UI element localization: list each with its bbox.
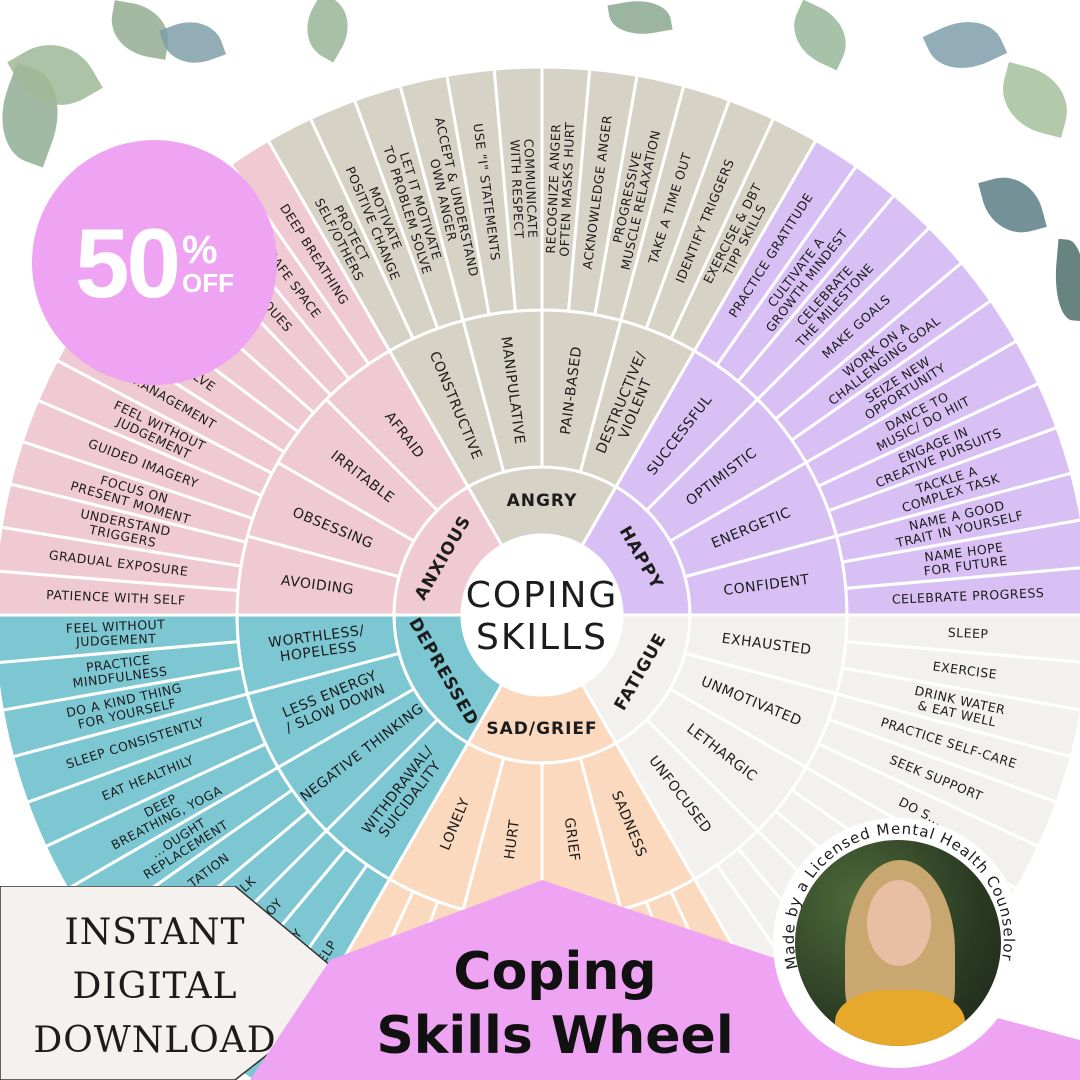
skill-label: RECOGNIZE ANGEROFTEN MASKS HURT <box>542 121 577 257</box>
skill-label: PATIENCE WITH SELF <box>46 587 186 608</box>
counselor-photo-frame: Made by a Licensed Mental Health Counsel… <box>773 818 1023 1068</box>
discount-number: 50 <box>74 207 181 318</box>
skill-label: SLEEP <box>947 624 988 641</box>
title-line-1: Coping <box>453 942 657 1002</box>
discount-off: OFF <box>182 267 234 298</box>
counselor-caption-arc: Made by a Licensed Mental Health Counsel… <box>780 820 1018 971</box>
subcategory-label: GRIEF <box>561 817 583 863</box>
download-line-2: DIGITAL <box>72 966 238 1007</box>
product-title: Coping Skills Wheel <box>345 940 765 1068</box>
counselor-photo <box>795 840 1001 1046</box>
download-line-1: INSTANT <box>64 912 246 953</box>
download-line-3: DOWNLOAD <box>33 1020 277 1061</box>
category-label-sad: SAD/GRIEF <box>486 719 597 739</box>
skill-label: CELEBRATE PROGRESS <box>892 585 1045 607</box>
category-label-angry: ANGRY <box>507 491 578 511</box>
counselor-caption: Made by a Licensed Mental Health Counsel… <box>780 820 1017 971</box>
instant-download-tag: INSTANT DIGITAL DOWNLOAD <box>0 886 356 1080</box>
discount-badge: 50 % OFF <box>32 140 277 385</box>
svg-text:Made by a Licensed Mental Heal: Made by a Licensed Mental Health Counsel… <box>780 820 1018 971</box>
skill-label: COMMUNICATEWITH RESPECT <box>508 138 541 239</box>
center-title-line-1: COPING <box>466 575 619 616</box>
discount-percent: % <box>182 227 218 272</box>
skill-segment <box>228 138 392 367</box>
center-title-line-2: SKILLS <box>476 617 608 658</box>
skill-label: FEEL WITHOUTJUDGEMENT <box>65 616 166 649</box>
wheel-center <box>462 535 622 695</box>
title-line-2: Skills Wheel <box>376 1006 734 1066</box>
subcategory-label: HURT <box>502 819 523 861</box>
